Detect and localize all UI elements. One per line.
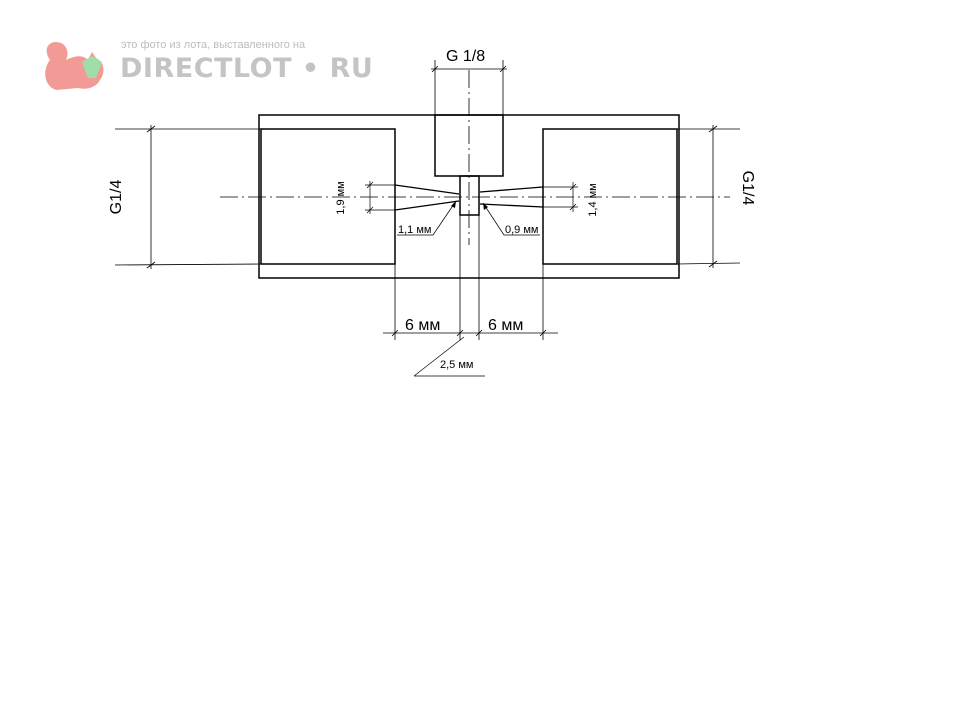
center-hole-dimension: 2,5 мм — [413, 336, 485, 377]
right-channel-top — [479, 186, 544, 193]
top-port-dimension: G 1/8 — [431, 48, 507, 115]
left-port-dimension: G1/4 — [108, 125, 262, 269]
left-port-label: G1/4 — [108, 180, 125, 215]
center-lines — [220, 70, 730, 245]
right-bore-dimension: 1,4 мм — [543, 182, 599, 217]
left-bore-dimension: 1,9 мм — [335, 181, 395, 215]
center-hole — [459, 175, 480, 216]
watermark-caption: это фото из лота, выставленного на — [121, 39, 306, 51]
right-port-label: G1/4 — [739, 171, 756, 206]
channels — [394, 184, 544, 211]
left-port-cavity — [260, 128, 396, 265]
right-length-label: 6 мм — [488, 317, 523, 334]
squirrel-logo-icon — [45, 42, 104, 90]
right-bore-label: 1,4 мм — [587, 183, 599, 216]
length-dimensions: 6 мм 6 мм — [383, 215, 558, 340]
left-channel-top — [394, 184, 460, 195]
watermark-brand: DIRECTLOT • RU — [120, 53, 373, 84]
right-port-cavity — [542, 128, 678, 265]
watermark: это фото из лота, выставленного на DIREC… — [45, 39, 373, 90]
right-channel-bottom — [479, 203, 544, 208]
left-bore-label: 1,9 мм — [335, 181, 347, 214]
left-channel-bottom — [394, 200, 460, 211]
center-hole-label: 2,5 мм — [440, 359, 473, 371]
right-orifice-dimension: 0,9 мм — [482, 202, 540, 236]
left-length-label: 6 мм — [405, 317, 440, 334]
top-port-label: G 1/8 — [446, 48, 485, 65]
left-orifice-label: 1,1 мм — [398, 224, 431, 236]
right-port-dimension: G1/4 — [676, 125, 756, 268]
right-orifice-label: 0,9 мм — [505, 224, 538, 236]
left-orifice-dimension: 1,1 мм — [397, 200, 457, 236]
